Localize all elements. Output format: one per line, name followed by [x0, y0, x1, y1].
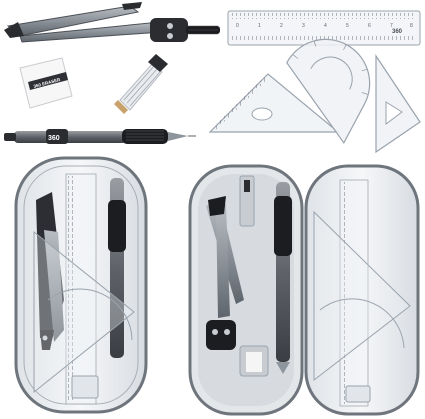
- svg-text:3: 3: [302, 23, 305, 29]
- svg-text:7: 7: [390, 23, 393, 29]
- svg-text:6: 6: [368, 23, 371, 29]
- case-open: [188, 164, 420, 416]
- svg-text:8: 8: [410, 23, 413, 29]
- case-closed: [14, 156, 148, 414]
- ruler-brand: 360: [392, 29, 403, 35]
- pencil-brand: 360: [48, 135, 60, 142]
- triangle-ruler-large: [208, 73, 340, 133]
- lead-refill-tube: [114, 54, 168, 114]
- straight-ruler: 0 1 2 3 4 5 6 7 8 360: [227, 10, 421, 46]
- mechanical-pencil: 360: [4, 129, 196, 144]
- svg-text:5: 5: [346, 23, 349, 29]
- svg-text:0: 0: [236, 23, 239, 29]
- svg-text:1: 1: [258, 23, 261, 29]
- compass-top: [4, 2, 220, 43]
- svg-text:2: 2: [280, 23, 283, 29]
- svg-text:4: 4: [324, 23, 327, 29]
- triangle-ruler-small: [375, 54, 421, 154]
- protractor: [286, 38, 371, 145]
- eraser: 360 ERASER: [19, 57, 73, 109]
